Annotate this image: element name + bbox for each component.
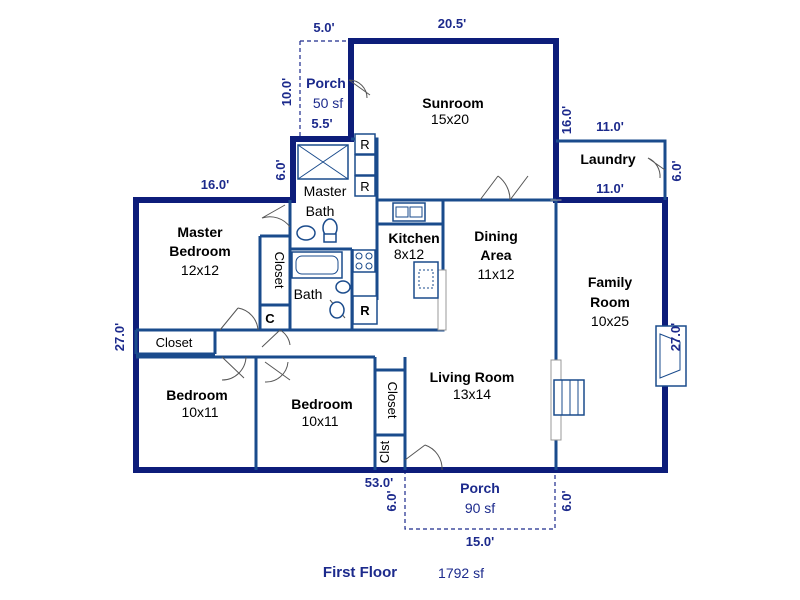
fridge-label-3: R bbox=[360, 303, 370, 318]
master-bedroom-name-1: Master bbox=[177, 224, 223, 240]
fridge-box-3 bbox=[354, 175, 376, 197]
dim-bath-depth: 6.0' bbox=[273, 159, 288, 180]
exterior-walls bbox=[133, 38, 668, 473]
fridge-box-kitchen bbox=[352, 295, 378, 325]
dim-porch-top-width: 5.0' bbox=[313, 20, 334, 35]
dim-right-depth: 27.0' bbox=[668, 323, 683, 351]
family-room-name-2: Room bbox=[590, 294, 630, 310]
dim-porch-bottom-width: 15.0' bbox=[466, 534, 494, 549]
small-closet-label: Clst bbox=[377, 440, 392, 463]
dim-porch-bottom-right: 6.0' bbox=[559, 490, 574, 511]
dining-name-1: Dining bbox=[474, 228, 518, 244]
porch-top-area: 50 sf bbox=[313, 95, 343, 111]
fixture-tub bbox=[291, 251, 343, 279]
bedroom-2-name: Bedroom bbox=[291, 396, 352, 412]
porch-bottom-outline bbox=[404, 470, 556, 530]
fridge-label-1: R bbox=[360, 137, 369, 152]
master-bath-name-2: Bath bbox=[306, 203, 335, 219]
porch-bottom-name: Porch bbox=[460, 480, 500, 496]
kitchen-size: 8x12 bbox=[394, 246, 425, 262]
family-room-name-1: Family bbox=[588, 274, 633, 290]
living-room-name: Living Room bbox=[430, 369, 515, 385]
master-bedroom-size: 12x12 bbox=[181, 262, 219, 278]
fridge-label-2: R bbox=[360, 179, 369, 194]
dim-laundry-width-top: 11.0' bbox=[596, 119, 624, 134]
porch-top-outline bbox=[299, 40, 349, 138]
fixture-sink-master bbox=[296, 225, 316, 241]
fridge-box-1 bbox=[354, 133, 376, 155]
family-room-size: 10x25 bbox=[591, 313, 629, 329]
floor-area: 1792 sf bbox=[438, 565, 484, 581]
laundry-name: Laundry bbox=[580, 151, 635, 167]
sunroom-name: Sunroom bbox=[422, 95, 483, 111]
kitchen-name: Kitchen bbox=[388, 230, 439, 246]
master-closet-label: Closet bbox=[272, 252, 287, 289]
sunroom-size: 15x20 bbox=[431, 111, 469, 127]
fixture-stove bbox=[352, 249, 376, 273]
fixture-stairs bbox=[553, 379, 585, 416]
porch-top-name: Porch bbox=[306, 75, 346, 91]
linen-closet-label: C bbox=[265, 311, 275, 326]
fixture-sink-bath bbox=[329, 301, 345, 319]
laundry-walls bbox=[556, 139, 667, 200]
dim-overall-width: 53.0' bbox=[365, 475, 393, 490]
dining-size: 11x12 bbox=[477, 266, 514, 282]
dim-porch-step: 5.5' bbox=[311, 116, 332, 131]
fixture-shower bbox=[297, 144, 349, 180]
dim-porch-bottom-left: 6.0' bbox=[384, 490, 399, 511]
dim-laundry-depth: 6.0' bbox=[669, 160, 684, 181]
dim-sunroom-width: 20.5' bbox=[438, 16, 466, 31]
fixture-kitchen-island bbox=[413, 261, 439, 299]
fridge-box-2 bbox=[354, 154, 376, 176]
fixture-kitchen-sink bbox=[392, 202, 426, 222]
floor-title: First Floor bbox=[323, 564, 397, 581]
porch-bottom-area: 90 sf bbox=[465, 500, 495, 516]
bedroom-1-size: 10x11 bbox=[181, 404, 218, 420]
fixture-toilet-master bbox=[322, 218, 338, 243]
master-bath-name-1: Master bbox=[304, 183, 347, 199]
bedroom-1-name: Bedroom bbox=[166, 387, 227, 403]
dim-left-depth: 27.0' bbox=[112, 323, 127, 351]
bedroom-2-size: 10x11 bbox=[301, 413, 338, 429]
dim-master-width: 16.0' bbox=[201, 177, 229, 192]
living-room-size: 13x14 bbox=[453, 386, 491, 402]
interior-walls bbox=[134, 137, 558, 470]
bedroom-2-closet-label: Closet bbox=[385, 382, 400, 419]
dim-laundry-width-bottom: 11.0' bbox=[596, 181, 624, 196]
bath-name: Bath bbox=[294, 286, 323, 302]
fixture-toilet-bath bbox=[335, 280, 351, 294]
fixture-fireplace bbox=[655, 325, 687, 387]
hall-closet-label: Closet bbox=[156, 335, 193, 350]
dim-sunroom-depth: 16.0' bbox=[559, 106, 574, 134]
dim-porch-top-depth: 10.0' bbox=[279, 78, 294, 106]
dining-name-2: Area bbox=[480, 247, 511, 263]
master-bedroom-name-2: Bedroom bbox=[169, 243, 230, 259]
